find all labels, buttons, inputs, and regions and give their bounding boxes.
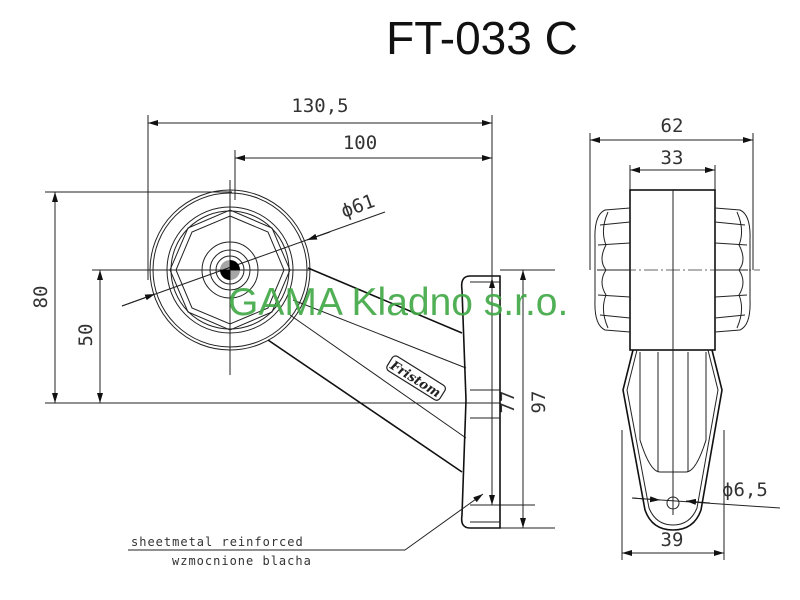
dim-mount-outer: 97 <box>528 391 550 414</box>
dim-overall-width: 130,5 <box>291 95 348 117</box>
dim-front-overall-width: 62 <box>661 115 684 137</box>
dim-mount-inner: 77 <box>497 391 519 414</box>
drawing-title: FT-033 C <box>386 12 578 64</box>
front-view: 62 33 39 ϕ6,5 <box>589 115 781 560</box>
note-polish: wzmocnione blacha <box>172 554 312 568</box>
side-view: 130,5 100 ϕ61 80 50 77 97 Fristom <box>30 95 555 568</box>
dim-body-width: 33 <box>661 147 684 169</box>
note-english: sheetmetal reinforced <box>131 535 304 549</box>
dim-hole-diameter: ϕ6,5 <box>722 479 768 501</box>
dim-diameter: ϕ61 <box>338 190 378 222</box>
dim-center-height: 50 <box>75 324 97 347</box>
dim-base-width: 39 <box>661 529 684 551</box>
fristom-logo: Fristom <box>386 355 446 401</box>
watermark: GAMA Kladno s.r.o. <box>228 281 568 324</box>
dim-center-to-mount: 100 <box>343 132 377 154</box>
dim-height: 80 <box>30 286 52 309</box>
